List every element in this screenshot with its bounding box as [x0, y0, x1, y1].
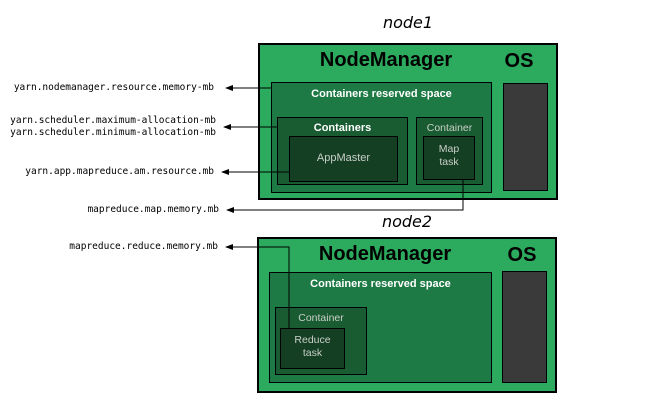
node1-appmaster-label: AppMaster [316, 152, 371, 164]
node1-containers-reserved-space: Containers reserved space Containers App… [271, 82, 492, 193]
param-am-resource: yarn.app.mapreduce.am.resource.mb [25, 166, 214, 177]
param-scheduler-allocation: yarn.scheduler.maximum-allocation-mb yar… [10, 115, 216, 139]
param-reduce-memory: mapreduce.reduce.memory.mb [69, 241, 218, 252]
node1-os-memory-rect [503, 83, 548, 191]
node1-container-box: Container Map task [416, 117, 483, 185]
node2-container-box: Container Reduce task [275, 307, 367, 375]
param-scheduler-minimum-allocation: yarn.scheduler.minimum-allocation-mb [10, 127, 216, 138]
param-scheduler-maximum-allocation: yarn.scheduler.maximum-allocation-mb [10, 115, 216, 126]
node1-containers-label: Containers [313, 122, 372, 134]
node1-nodemanager-label: NodeManager [319, 49, 453, 71]
node2-container-label: Container [298, 312, 344, 324]
node1-map-task-label: Map task [438, 143, 460, 168]
param-nodemanager-resource-memory: yarn.nodemanager.resource.memory-mb [13, 82, 214, 93]
node1-os-label: OS [504, 50, 534, 72]
node2-containers-reserved-space: Containers reserved space Container Redu… [269, 272, 492, 383]
node1-container-label: Container [426, 122, 473, 134]
node1-box: NodeManager OS Containers reserved space… [258, 43, 558, 200]
node2-reduce-task-label: Reduce task [294, 334, 331, 359]
node1-reserved-label: Containers reserved space [311, 88, 452, 100]
node2-reserved-label: Containers reserved space [310, 278, 451, 290]
node1-map-task-box: Map task [423, 136, 475, 180]
node2-nodemanager-label: NodeManager [318, 243, 452, 265]
node2-box: NodeManager OS Containers reserved space… [257, 237, 557, 393]
node1-appmaster-box: AppMaster [289, 136, 398, 182]
node2-os-label: OS [507, 244, 537, 266]
node1-title: node1 [382, 13, 434, 32]
node2-title: node2 [381, 212, 433, 231]
node2-os-memory-rect [502, 271, 547, 383]
node2-reduce-task-box: Reduce task [280, 328, 345, 369]
param-map-memory: mapreduce.map.memory.mb [87, 204, 219, 215]
node1-containers-box: Containers AppMaster [277, 117, 408, 185]
